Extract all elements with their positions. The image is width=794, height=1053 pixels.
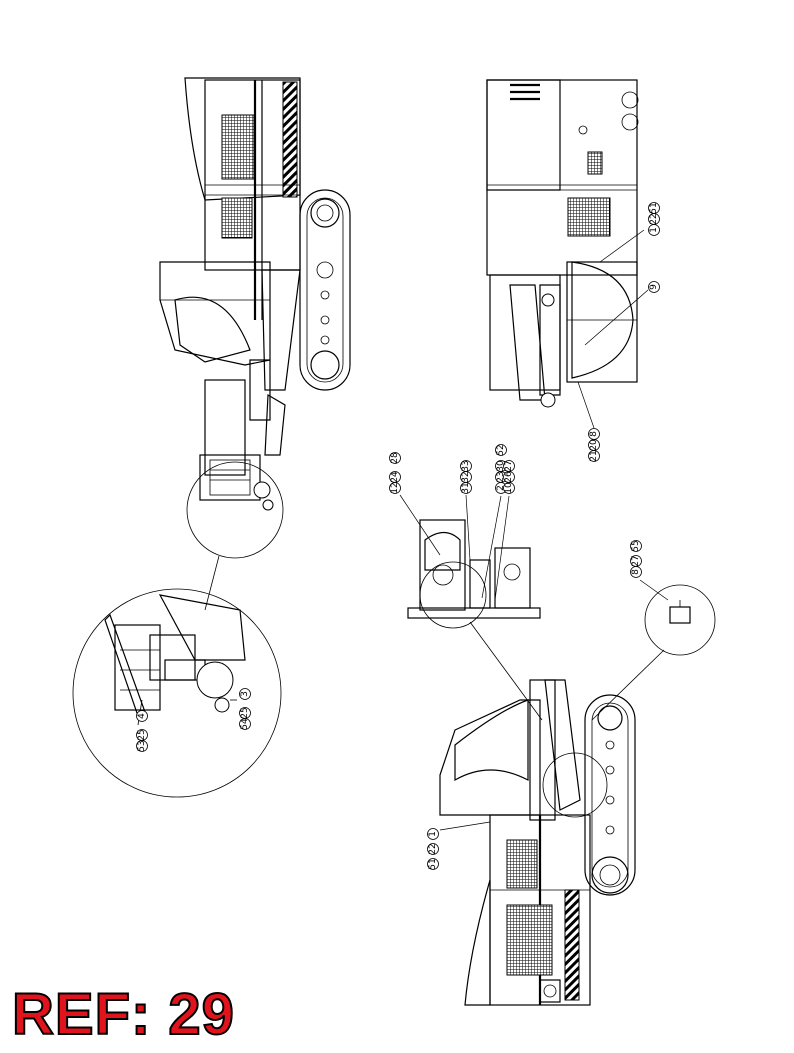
callout-top-2-balloon — [648, 202, 660, 214]
callout-top-3-label: 9 — [649, 284, 659, 290]
callout-ds-1-balloon — [630, 555, 642, 567]
callout-dc-9-label: 52 — [496, 444, 506, 455]
leader-line — [639, 579, 669, 601]
callout-dc-6-label: 2 — [496, 485, 506, 491]
callout-ds-0-label: 8 — [631, 569, 641, 575]
callout-dc-4-label: 32 — [461, 471, 471, 482]
callout-dl-2-label: 4 — [137, 713, 147, 719]
leader-line — [599, 229, 645, 263]
callout-ds-1-label: 27 — [631, 555, 641, 566]
callout-dc-11-label: 26 — [504, 471, 514, 483]
callout-bv-0-label: 51 — [428, 858, 438, 869]
callout-bv-1-balloon — [427, 843, 439, 855]
callout-top-4-label: 21 — [589, 450, 599, 461]
callout-dl-5-label: 3 — [240, 691, 250, 697]
ref-label: REF: 29 — [11, 982, 235, 1047]
callout-top-1-label: 22 — [649, 213, 659, 224]
callout-dc-12-label: 27 — [504, 460, 514, 471]
leader-line — [465, 494, 471, 561]
callout-top-2-label: 51 — [649, 202, 659, 213]
detail-pointer-left — [186, 461, 284, 611]
leader-line — [399, 494, 441, 556]
callout-dl-1-balloon — [136, 729, 148, 741]
callout-dc-10-label: 10 — [504, 482, 514, 494]
callout-dc-1-balloon — [389, 471, 401, 483]
callouts-bottom-view: 51 22 1 — [427, 821, 491, 870]
callout-dc-0-label: 12 — [390, 482, 400, 493]
callout-dl-5-balloon — [239, 688, 251, 700]
detail-circle-left — [72, 588, 282, 798]
side-view-bottom — [439, 679, 636, 1006]
callout-dl-3-label: 54 — [240, 718, 250, 730]
callout-top-5-label: 20 — [589, 439, 599, 451]
callout-bv-0-balloon — [427, 858, 439, 870]
callout-ds-2-balloon — [630, 540, 642, 552]
callout-top-0-label: 1 — [649, 227, 659, 233]
callout-dl-0-label: 53 — [137, 740, 147, 751]
callout-dc-2-label: 28 — [390, 452, 400, 464]
callout-dl-1-label: 25 — [137, 729, 147, 740]
detail-small-circle — [644, 584, 716, 656]
callouts-detail-small: 8 27 55 — [630, 540, 669, 601]
callout-top-3-balloon — [648, 281, 660, 293]
callout-dc-5-label: 33 — [461, 460, 471, 471]
leader-line — [481, 495, 502, 599]
callout-dl-4-label: 25 — [240, 707, 250, 718]
callout-dc-9-balloon — [495, 444, 507, 456]
callout-dl-4-balloon — [239, 707, 251, 719]
callout-bv-2-balloon — [427, 828, 439, 840]
leader-line — [439, 821, 491, 831]
callout-bv-1-label: 22 — [428, 843, 438, 854]
callout-ds-2-label: 55 — [631, 540, 641, 551]
callout-dc-7-label: 23 — [496, 471, 506, 482]
top-view-right — [486, 79, 639, 408]
callout-dc-1-label: 24 — [390, 471, 400, 483]
detail-center-assembly — [407, 519, 541, 629]
callout-dc-8-label: 30 — [496, 460, 506, 472]
callout-dc-12-balloon — [503, 460, 515, 472]
callout-top-6-balloon — [588, 428, 600, 440]
leader-line — [494, 495, 510, 601]
callout-dc-2-balloon — [389, 452, 401, 464]
callout-dc-5-balloon — [460, 460, 472, 472]
callout-top-6-label: 8 — [589, 431, 599, 437]
leader-lines-bottom — [469, 621, 665, 721]
callout-dl-2-balloon — [136, 710, 148, 722]
side-view-top-left — [159, 77, 351, 511]
callout-bv-2-label: 1 — [428, 831, 438, 837]
callout-dc-3-label: 31 — [461, 482, 471, 493]
leader-line — [577, 381, 595, 429]
leader-line — [584, 289, 649, 346]
